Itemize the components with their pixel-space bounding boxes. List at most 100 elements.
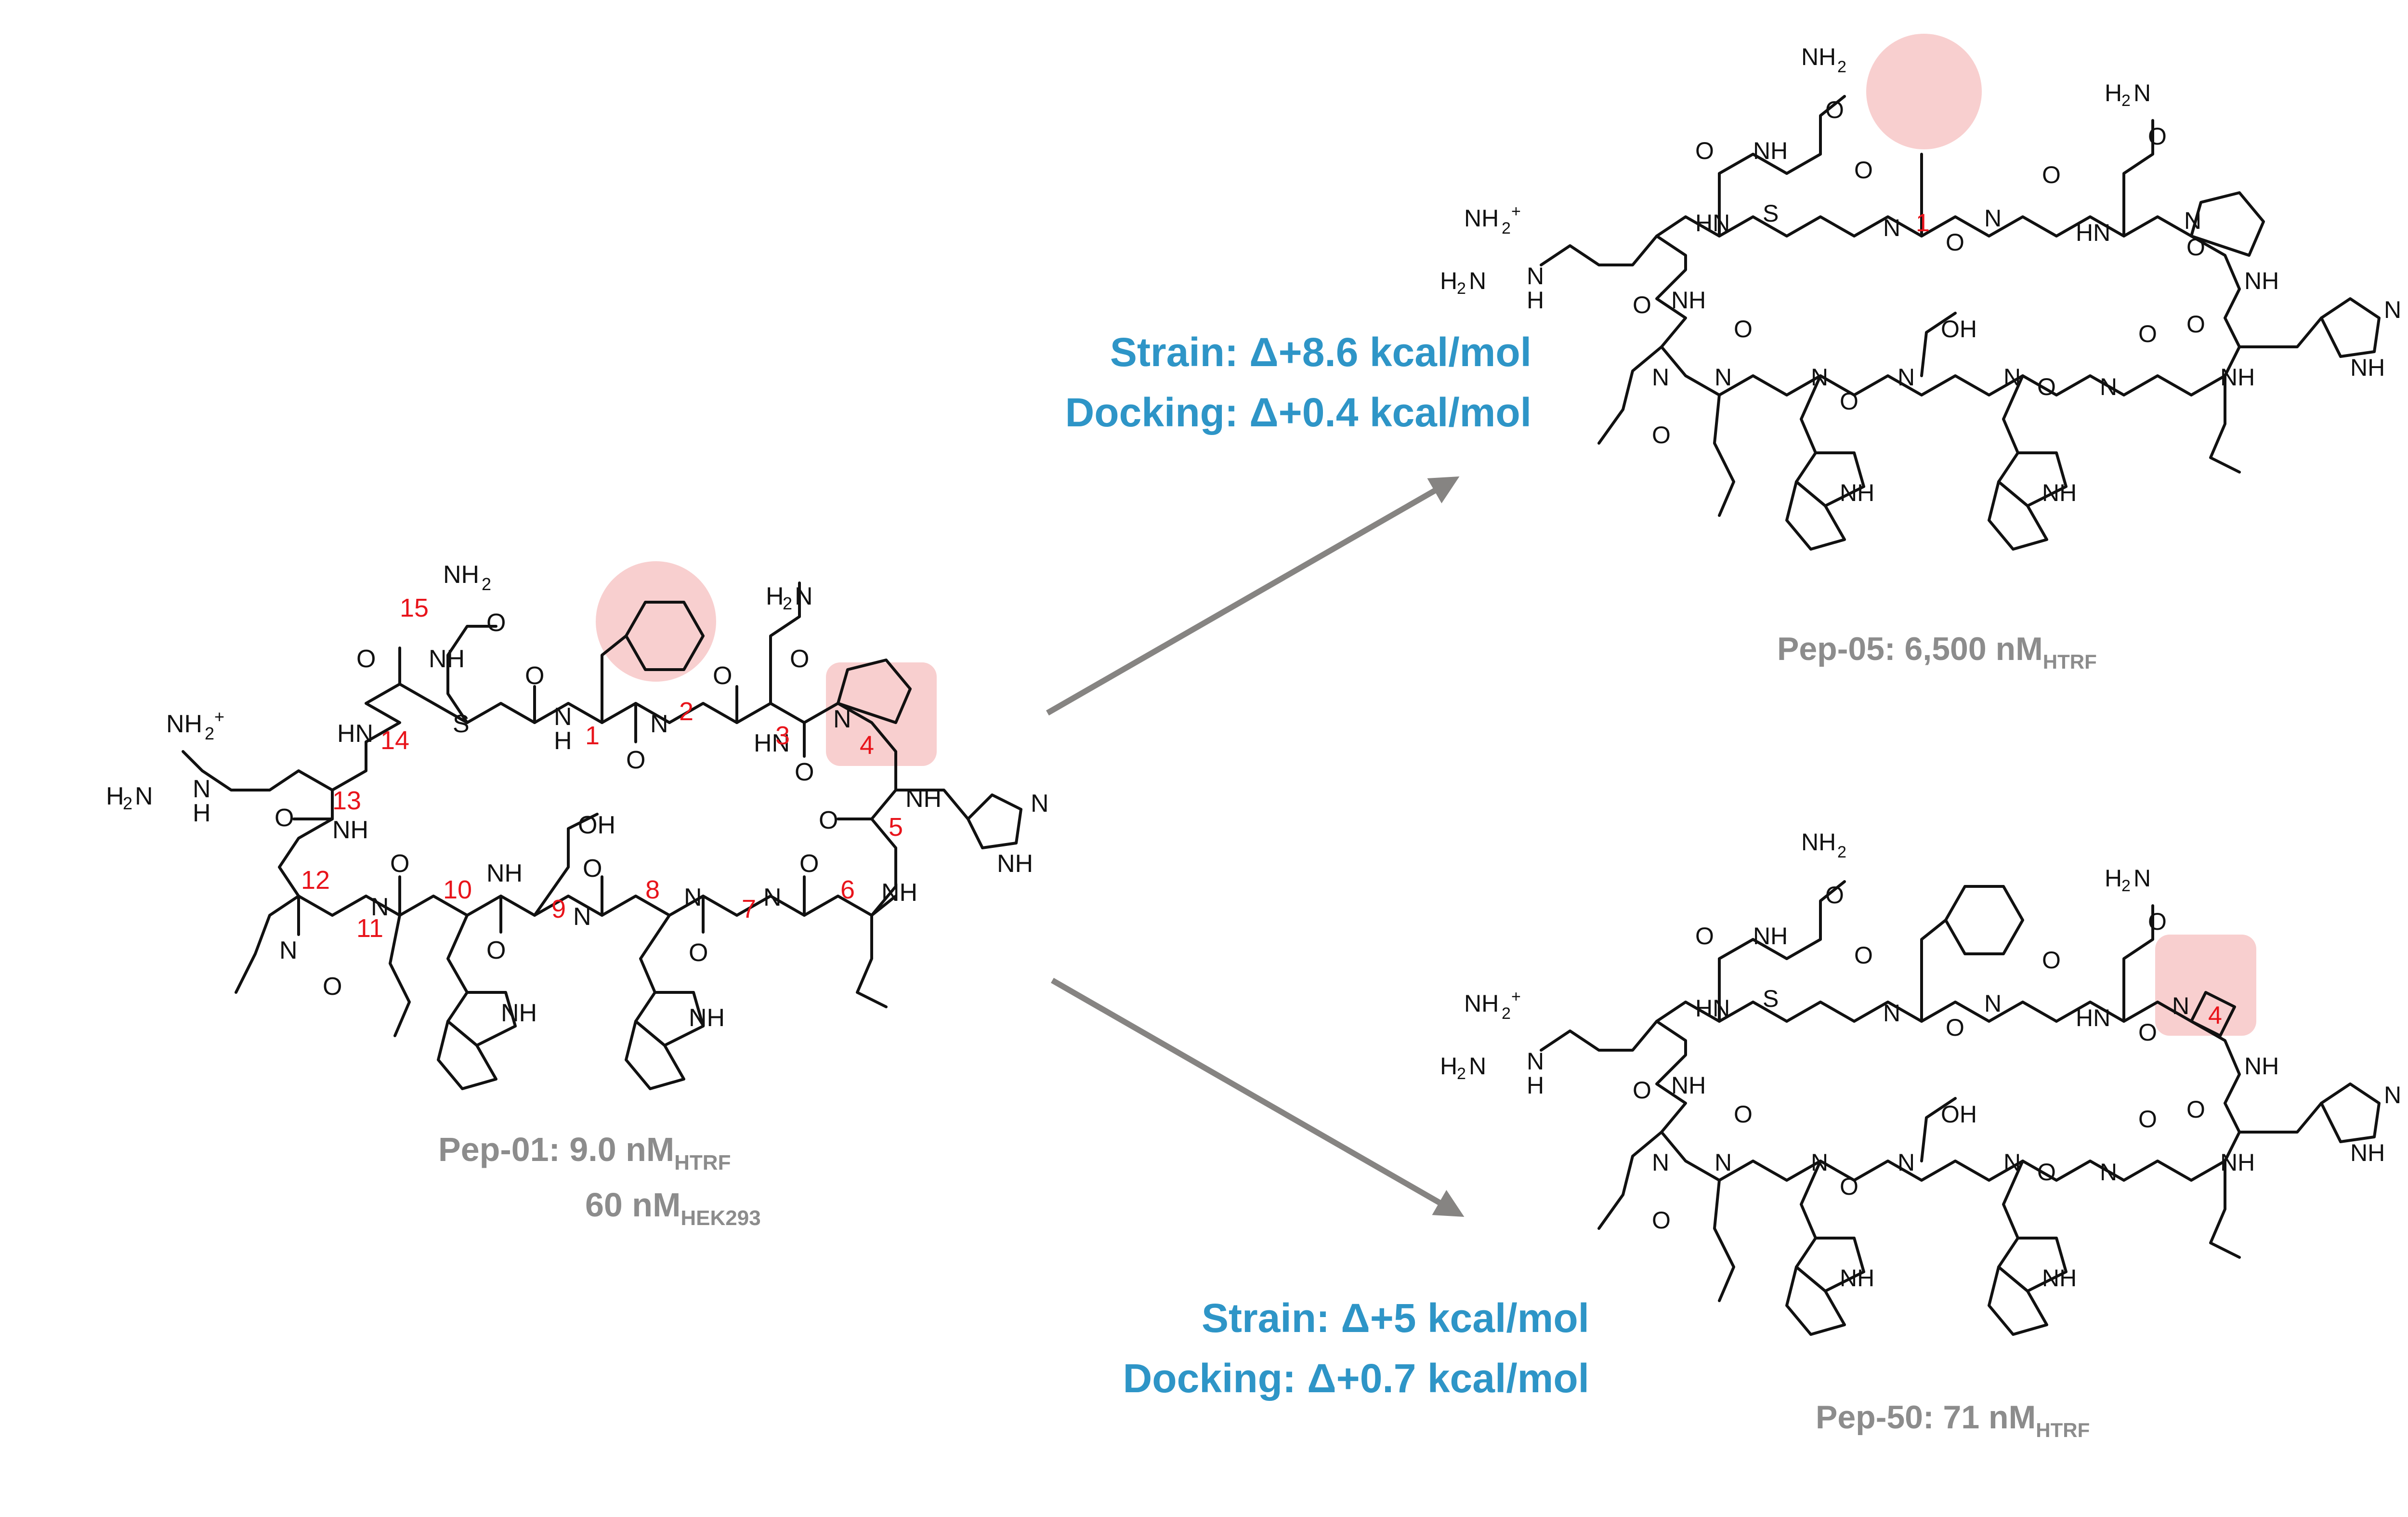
atom-label: Pep-05: 6,500 nM [1777,631,2043,667]
atom-label: NH [2244,267,2279,294]
atom-label: NH [166,710,202,738]
atom-label: NH [1464,205,1499,232]
atom-label: N [2100,373,2117,400]
atom-label: HTRF [2036,1419,2090,1441]
atom-label: N [1811,364,1828,391]
atom-label: N [1031,790,1049,818]
atom-label: H [1440,1053,1457,1080]
pep50-backbone [1655,1001,2241,1182]
atom-label: O [2037,373,2056,400]
atom-label: N [371,893,389,921]
residue-number: 8 [645,875,660,904]
atom-label: O [2186,1096,2205,1123]
atom-label: NH [689,1004,725,1032]
atom-label: HN [1695,210,1730,237]
atom-label: NH [881,879,917,907]
atom-label: O [525,662,544,690]
atom-label: N [2100,1159,2117,1186]
atom-label: 2 [783,594,792,613]
pep01-carbonyls [292,646,873,936]
arrow-to-pep50 [1051,977,1465,1217]
pep05-backbone [1655,215,2241,396]
atom-label: N [1898,1149,1915,1176]
atom-label: N [2384,296,2401,323]
atom-label: + [1511,202,1521,221]
atom-label: 2 [1837,58,1846,76]
residue-number: 15 [400,594,429,622]
atom-label: Pep-01: 9.0 nM [438,1131,674,1168]
atom-label: N [573,903,591,931]
atom-label: N [1883,1000,1900,1027]
pep01-cell-caption: 60 nMHEK293 [585,1186,761,1230]
atom-label: NH [332,816,368,844]
atom-label: H [2105,865,2122,892]
atom-label: O [275,804,294,832]
pep50-caption: Pep-50: 71 nMHTRF [1816,1399,2090,1441]
atom-label: HTRF [674,1151,731,1174]
atom-label: HN [1695,995,1730,1022]
atom-label: N [1652,364,1669,391]
atom-label: N [1714,364,1732,391]
atom-label: Pep-50: 71 nM [1816,1399,2036,1436]
atom-label: N [1527,263,1544,290]
atom-label: O [2037,1159,2056,1186]
atom-label: H [106,782,124,810]
atom-label: H [193,799,211,827]
atom-label: NH [501,999,537,1027]
atom-label: N [684,884,702,911]
docking-note-pep50: Docking: Δ+0.7 kcal/mol [1123,1356,1589,1401]
atom-label: 2 [1457,1065,1466,1083]
atom-label: O [1633,1077,1651,1104]
residue-number: 3 [775,721,790,750]
atom-label: NH [1801,829,1836,856]
atom-label: 2 [1457,279,1466,298]
atom-label: N [1714,1149,1732,1176]
atom-label: O [1734,316,1753,343]
atom-label: O [1633,291,1651,318]
atom-label: NH [1753,137,1788,164]
atom-label: O [2138,1019,2157,1046]
aze-highlight-box [2155,935,2256,1036]
atom-label: NH [2220,364,2255,391]
atom-label: N [2133,865,2151,892]
atom-label: O [1946,1014,1964,1041]
pep05-atoms: NH 2 O O NH HN S O N O N O HN H 2 N O O … [1440,43,2401,506]
atom-label: N [833,705,851,733]
atom-label: O [2042,947,2061,974]
pep50-side-chains [1540,880,2381,1336]
arrow-to-pep05 [1046,476,1460,716]
atom-label: NH [1801,43,1836,70]
atom-label: H [1440,267,1457,294]
atom-label: O [1825,96,1844,123]
atom-label: NH [2042,1265,2077,1292]
atom-label: NH [1753,923,1788,950]
residue-number: 6 [840,875,855,904]
atom-label: O [2138,1106,2157,1133]
atom-label: N [795,582,813,610]
atom-label: O [2042,161,2061,188]
atom-label: N [2003,364,2021,391]
atom-label: N [2172,992,2189,1019]
atom-label: O [390,850,409,878]
atom-label: N [1898,364,1915,391]
atom-label: HEK293 [681,1206,760,1230]
atom-label: O [1695,923,1714,950]
residue-number: 2 [679,697,694,726]
residue-number: 12 [301,866,330,895]
atom-label: + [214,707,224,726]
atom-label: O [2148,123,2167,150]
atom-label: NH [2042,479,2077,506]
atom-label: 2 [1502,1004,1511,1023]
atom-label: H [2105,79,2122,106]
atom-label: O [689,939,708,967]
pep05-side-chains [1540,95,2381,551]
atom-label: 2 [2121,92,2131,110]
atom-label: NH [997,850,1033,878]
ala-highlight-circle [1866,34,1982,149]
atom-label: O [486,937,506,964]
atom-label: S [1763,985,1779,1012]
atom-label: HTRF [2043,650,2097,673]
docking-note-pep05: Docking: Δ+0.4 kcal/mol [1065,390,1531,435]
pep05-residue-number: 1 [1916,209,1930,237]
